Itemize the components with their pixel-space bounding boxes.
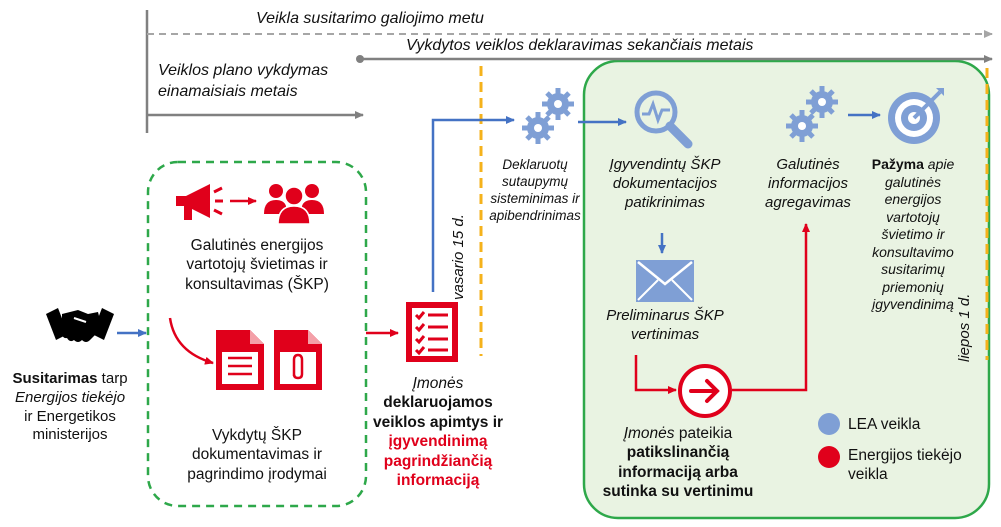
- preliminary-line2: vertinimas: [630, 325, 700, 343]
- systemizing-line4: apibendrinimas: [489, 207, 581, 223]
- timeline-label-1: Veikla susitarimo galiojimo metu: [256, 10, 484, 27]
- certificate-line3: energijos: [884, 191, 942, 207]
- specifying-line2: patikslinančią: [626, 444, 730, 462]
- company-line4: įgyvendinimą: [388, 433, 488, 451]
- arrow-circle-to-aggregation: [732, 223, 810, 392]
- envelope-icon: [636, 260, 694, 302]
- certificate-line5: švietimo ir: [881, 226, 945, 242]
- agreement-line2: Energijos tiekėjo: [14, 388, 126, 406]
- agreement-rest: tarp: [97, 370, 128, 387]
- specifying-line1a: Įmonės: [623, 425, 675, 442]
- documents-line1: Vykdytų ŠKP: [212, 427, 302, 444]
- specifying-line3: informaciją arba: [618, 463, 738, 481]
- company-line3: veiklos apimtys ir: [372, 413, 504, 431]
- documents-text: Vykdytų ŠKP dokumentavimas ir pagrindimo…: [152, 426, 362, 484]
- checking-line2: dokumentacijos: [612, 174, 718, 192]
- timeline-label-3a: Veiklos plano vykdymas: [158, 62, 329, 79]
- aggregation-text: Galutinės informacijos agregavimas: [748, 156, 868, 212]
- legend-dot-lea: [818, 413, 840, 435]
- arrow-company-to-gears: [431, 116, 515, 292]
- checking-text: Įgyvendintų ŠKP dokumentacijos patikrini…: [595, 156, 735, 212]
- checklist-icon: [406, 302, 458, 362]
- certificate-line8: priemonių: [882, 278, 944, 295]
- education-line3: konsultavimas (ŠKP): [185, 275, 329, 293]
- aggregation-line1: Galutinės: [776, 156, 840, 173]
- agreement-text: Susitarimas tarp Energijos tiekėjo ir En…: [0, 370, 140, 445]
- gears-icon: [786, 86, 838, 142]
- certificate-line7: susitarimų: [881, 261, 945, 277]
- attachment-document-icon: [274, 330, 322, 390]
- arrow-prelim-to-circle: [634, 355, 677, 394]
- pdf-document-icon: [216, 330, 264, 390]
- magnifier-chart-icon: [634, 90, 693, 149]
- company-line6: informaciją: [396, 471, 480, 489]
- systemizing-text: Deklaruotų sutaupymų sisteminimas ir api…: [480, 157, 590, 225]
- checking-line3: patikrinimas: [624, 193, 706, 211]
- people-icon: [264, 184, 324, 225]
- megaphone-icon: [176, 184, 223, 220]
- specifying-text: Įmonės pateikia patikslinančią informaci…: [588, 424, 768, 502]
- systemizing-line3: sisteminimas ir: [490, 190, 580, 206]
- arrow-circle-icon: [678, 364, 732, 418]
- legend-supplier-line2: veikla: [848, 466, 888, 484]
- target-icon: [888, 88, 944, 144]
- timeline-label-3b: einamaisiais metais: [158, 83, 298, 100]
- systemizing-line2: sutaupymų: [501, 173, 569, 189]
- legend-supplier-label: Energijos tiekėjo veikla: [848, 446, 962, 485]
- timeline-label-2: Vykdytos veiklos deklaravimas sekančiais…: [406, 37, 754, 54]
- handshake-icon: [46, 308, 114, 342]
- agreement-bold: Susitarimas: [12, 370, 98, 387]
- certificate-line1a: Pažyma: [871, 156, 924, 172]
- aggregation-line3: agregavimas: [765, 193, 851, 211]
- preliminary-line1: Preliminarus ŠKP: [606, 307, 724, 324]
- certificate-text: Pažyma apie galutinės energijos vartotoj…: [858, 156, 968, 314]
- company-line1: Įmonės: [412, 375, 464, 392]
- aggregation-line2: informacijos: [767, 174, 849, 192]
- arrow-curve-to-docs: [168, 317, 214, 365]
- legend-dot-supplier: [818, 446, 840, 468]
- agreement-line3: ir Energetikos: [24, 407, 116, 425]
- certificate-line4: vartotojų: [886, 208, 940, 225]
- education-line1: Galutinės energijos: [190, 237, 324, 254]
- company-line5: pagrindžiančią: [383, 452, 493, 470]
- certificate-line6: konsultavimo: [872, 243, 954, 260]
- certificate-line9: įgyvendinimą: [872, 296, 954, 312]
- preliminary-text: Preliminarus ŠKP vertinimas: [590, 307, 740, 345]
- legend-supplier-line1: Energijos tiekėjo: [848, 447, 962, 464]
- checking-line1: Įgyvendintų ŠKP: [609, 156, 721, 173]
- documents-line3: pagrindimo įrodymai: [187, 465, 327, 483]
- supplier-area-box: [146, 160, 368, 508]
- legend-lea-label: LEA veikla: [848, 416, 921, 433]
- company-text: Įmonės deklaruojamos veiklos apimtys ir …: [368, 374, 508, 490]
- specifying-line1b: pateikia: [674, 425, 733, 442]
- agreement-line4: ministerijos: [32, 426, 108, 444]
- education-text: Galutinės energijos vartotojų švietimas …: [152, 236, 362, 294]
- systemizing-line1: Deklaruotų: [502, 157, 568, 172]
- education-line2: vartotojų švietimas ir: [186, 256, 328, 274]
- gears-icon: [522, 88, 574, 144]
- certificate-line2: galutinės: [884, 173, 942, 190]
- deadline-label-1: vasario 15 d.: [450, 214, 467, 300]
- specifying-line4: sutinka su vertinimu: [602, 483, 754, 501]
- documents-line2: dokumentavimas ir: [191, 446, 323, 464]
- company-line2: deklaruojamos: [383, 394, 493, 412]
- certificate-line1b: apie: [923, 156, 955, 172]
